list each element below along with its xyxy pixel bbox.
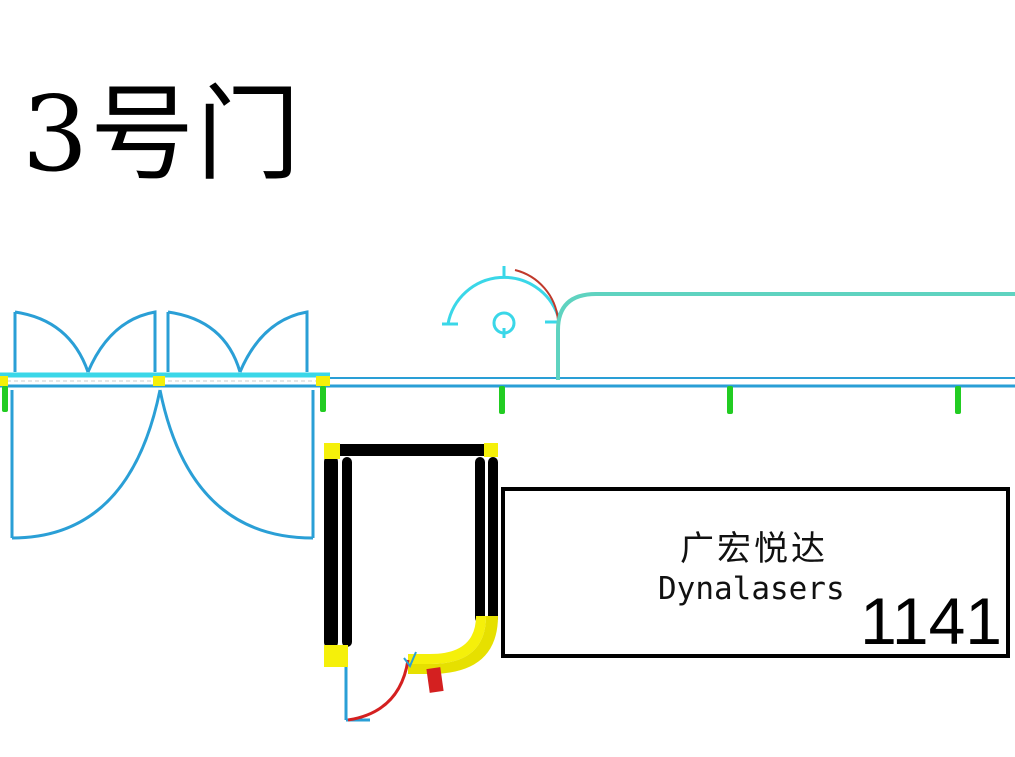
booth-company-name: 广宏悦达 xyxy=(680,529,828,569)
booth-number: 1141 xyxy=(860,584,1002,658)
small-door xyxy=(344,651,417,722)
double-door-left xyxy=(10,310,315,540)
rail-line xyxy=(0,372,1015,388)
booth-corner-caps xyxy=(324,443,498,674)
booth-brand-name: Dynalasers xyxy=(658,571,845,607)
gate-hub-symbol xyxy=(442,266,560,338)
wall-outline xyxy=(556,292,1015,380)
rail-joints xyxy=(0,376,330,386)
booth-label-box: 广宏悦达 Dynalasers 1141 xyxy=(501,487,1010,658)
red-marker xyxy=(426,667,444,693)
gate-title: 3号门 xyxy=(22,73,303,195)
support-posts xyxy=(2,386,961,414)
booth-wall xyxy=(324,444,498,649)
